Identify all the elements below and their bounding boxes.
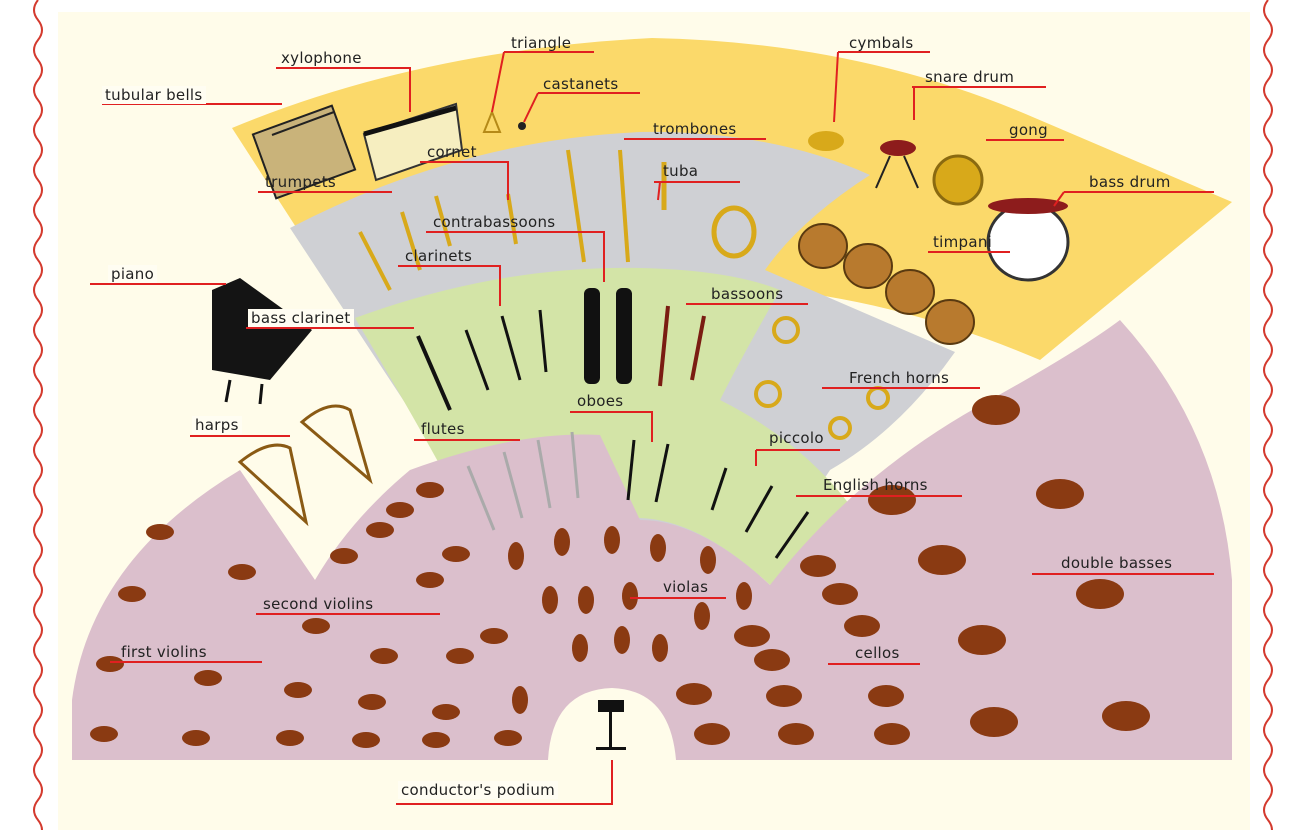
piccolo-label: piccolo — [766, 429, 827, 447]
xylophone-label: xylophone — [278, 49, 365, 67]
oboes-label: oboes — [574, 392, 626, 410]
timpani-label: timpani — [930, 233, 995, 251]
clarinets-label: clarinets — [402, 247, 475, 265]
right-wavy-border — [1264, 0, 1272, 830]
gong-icon — [934, 156, 982, 204]
cymbals-icon — [808, 131, 844, 151]
cymbals-label: cymbals — [846, 34, 917, 52]
violas-label: violas — [660, 578, 711, 596]
contrabassoons-label: contrabassoons — [430, 213, 558, 231]
piano-label: piano — [108, 265, 157, 283]
trombones-label: trombones — [650, 120, 739, 138]
triangle-label: triangle — [508, 34, 574, 52]
tuba-label: tuba — [660, 162, 701, 180]
snare-drum-label: snare drum — [922, 68, 1017, 86]
bass-drum-label: bass drum — [1086, 173, 1174, 191]
podium-pole — [609, 712, 612, 748]
french-horns-label: French horns — [846, 369, 952, 387]
second-violins-label: second violins — [260, 595, 376, 613]
conductors-podium-label: conductor's podium — [398, 781, 558, 799]
gong-label: gong — [1006, 121, 1051, 139]
first-violins-label: first violins — [118, 643, 210, 661]
tubular-bells-label: tubular bells — [102, 86, 206, 104]
bassoons-label: bassoons — [708, 285, 786, 303]
castanets-label: castanets — [540, 75, 621, 93]
bass-drum-icon — [988, 198, 1068, 280]
flutes-label: flutes — [418, 420, 468, 438]
left-wavy-border — [34, 0, 42, 830]
podium-base — [596, 747, 626, 750]
english-horns-label: English horns — [820, 476, 931, 494]
trumpets-label: trumpets — [262, 173, 339, 191]
double-basses-label: double basses — [1058, 554, 1175, 572]
harps-label: harps — [192, 416, 242, 434]
cornet-label: cornet — [424, 143, 480, 161]
castanets-icon — [518, 122, 526, 130]
bass-clarinet-label: bass clarinet — [248, 309, 354, 327]
cellos-label: cellos — [852, 644, 903, 662]
podium-stand — [598, 700, 624, 712]
